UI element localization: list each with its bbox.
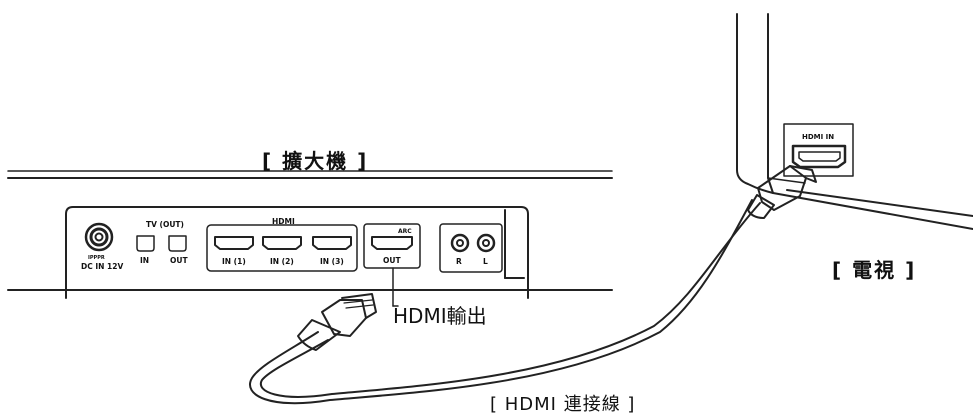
tv-title: [ 電視 ] xyxy=(832,258,917,282)
hdmi-out-label: OUT xyxy=(383,256,401,265)
optical-out-label: OUT xyxy=(170,256,188,265)
hdmi-in-1-label: IN (1) xyxy=(222,257,246,266)
tv-body xyxy=(736,13,973,230)
hdmi-cable xyxy=(249,165,817,405)
optical-port-in xyxy=(136,235,155,252)
hdmi-cable-title: [ HDMI 連接線 ] xyxy=(490,394,636,415)
arc-label: ARC xyxy=(398,228,412,235)
audio-l-label: L xyxy=(483,257,488,266)
hdmi-output-callout: HDMI輸出 xyxy=(393,304,487,328)
rca-audio-group xyxy=(439,223,503,273)
hdmi-in-2-label: IN (2) xyxy=(270,257,294,266)
tv-hdmi-in-port xyxy=(791,144,847,169)
optical-in-label: IN xyxy=(140,256,150,265)
hdmi-out-arc-port xyxy=(363,223,421,307)
tv-hdmi-in-label: HDMI IN xyxy=(802,133,835,141)
amplifier-title: [ 擴大機 ] xyxy=(262,149,369,173)
tv-out-header: TV (OUT) xyxy=(146,220,184,229)
optical-port-out xyxy=(168,235,187,252)
audio-r-label: R xyxy=(456,257,462,266)
dc-power-jack xyxy=(84,222,114,252)
amplifier-body xyxy=(7,170,613,299)
hdmi-header: HDMI xyxy=(272,217,295,226)
dc-in-label: DC IN 12V xyxy=(81,262,124,271)
power-top-label: IPPPR xyxy=(88,255,105,261)
hdmi-input-group xyxy=(206,224,358,272)
hdmi-in-3-label: IN (3) xyxy=(320,257,344,266)
